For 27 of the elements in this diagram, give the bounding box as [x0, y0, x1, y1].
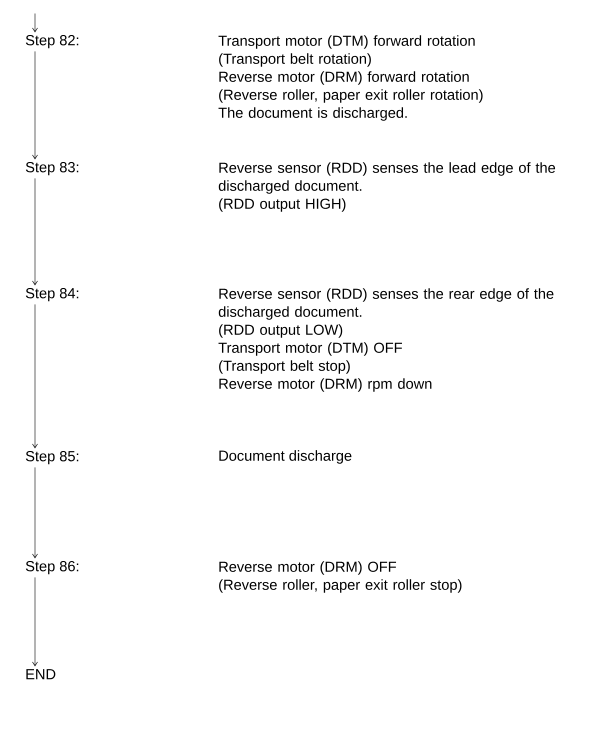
step-description: (Reverse roller, paper exit roller stop)	[219, 579, 462, 593]
step-description: (Reverse roller, paper exit roller rotation)	[219, 89, 483, 103]
step-label: Step 85:	[26, 451, 78, 464]
arrow	[32, 13, 38, 32]
step-description: (Transport belt rotation)	[219, 53, 371, 67]
step-description: Reverse sensor (RDD) senses the lead edge of the discharged document.	[218, 162, 556, 194]
step-label: Step 83:	[26, 162, 78, 176]
arrow	[32, 304, 38, 448]
arrow	[32, 577, 38, 666]
step-label: Step 82:	[26, 35, 78, 48]
step-description: Document discharge	[219, 450, 352, 464]
step-description: (Transport belt stop)	[219, 360, 350, 374]
arrow	[32, 178, 38, 286]
step-description: Transport motor (DTM) forward rotation	[218, 35, 475, 49]
step-description: (RDD output LOW)	[219, 324, 342, 338]
step-description: The document is discharged.	[218, 107, 407, 121]
step-description: Reverse motor (DRM) rpm down	[219, 378, 432, 392]
step-label: Step 86:	[26, 561, 78, 574]
step-description: Reverse sensor (RDD) senses the rear edge of the discharged document.	[218, 288, 554, 320]
step-label: END	[26, 669, 56, 680]
step-description: Reverse motor (DRM) OFF	[219, 561, 396, 575]
step-description: (RDD output HIGH)	[219, 198, 346, 212]
step-label: Step 84:	[26, 288, 78, 302]
step-description: Transport motor (DTM) OFF	[218, 342, 402, 356]
step-description: Reverse motor (DRM) forward rotation	[219, 71, 469, 85]
arrow	[32, 51, 38, 160]
arrow	[32, 467, 38, 558]
